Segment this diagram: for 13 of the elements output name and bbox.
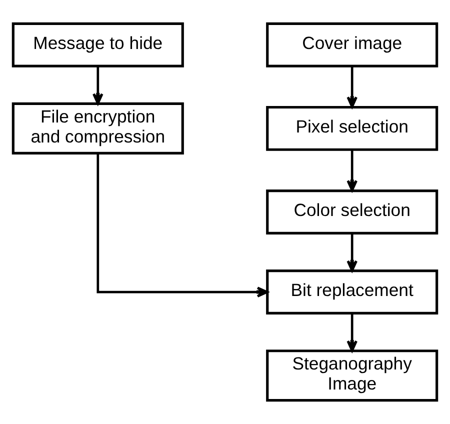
arrow <box>346 66 358 108</box>
arrow <box>346 150 358 192</box>
arrow <box>92 66 104 105</box>
node-box: Color selection <box>266 190 438 234</box>
node-box: Steganography Image <box>266 350 438 402</box>
arrow <box>346 233 358 272</box>
arrow <box>96 153 268 298</box>
node-box: Message to hide <box>12 22 184 68</box>
node-box: Pixel selection <box>266 106 438 151</box>
node-box: Cover image <box>266 22 438 68</box>
arrow <box>346 314 358 352</box>
node-box: Bit replacement <box>266 270 438 314</box>
node-box: File encryption and compression <box>12 102 184 154</box>
